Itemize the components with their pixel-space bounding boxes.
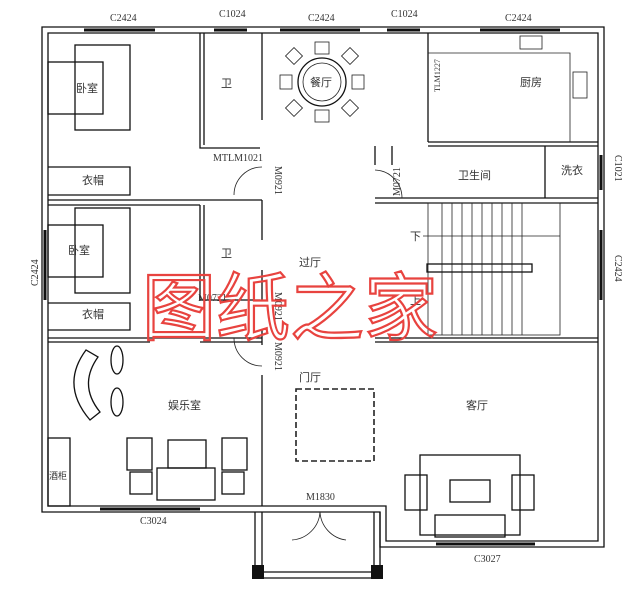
label-laundry: 洗衣 (561, 163, 583, 177)
dining-table (279, 41, 365, 123)
window-code: C2424 (612, 255, 623, 282)
label-bedroom-1: 卧室 (76, 81, 98, 95)
label-wine-cabinet: 酒柜 (49, 470, 67, 482)
window-code: C1024 (219, 9, 246, 20)
label-hall: 过厅 (299, 256, 321, 269)
label-bedroom-2: 卧室 (68, 243, 90, 257)
door-code: M0921 (272, 342, 283, 371)
door-code: TLM1227 (433, 59, 442, 92)
window-code: C2424 (308, 13, 335, 24)
door-code: M0921 (272, 292, 283, 321)
label-dining: 餐厅 (310, 75, 332, 89)
door-codes: MTLM1021 M0921 M0721 M0921 M0921 M0721 T… (198, 59, 442, 503)
window-marks (43, 28, 603, 546)
window-code: C3024 (140, 516, 167, 527)
door-code: M0921 (272, 166, 283, 195)
label-restroom: 卫生间 (458, 168, 491, 182)
label-living-room: 客厅 (466, 398, 488, 412)
window-code: C2424 (30, 259, 41, 286)
window-code: C1024 (391, 9, 418, 20)
window-code: C3027 (474, 554, 501, 565)
door-code: MTLM1021 (213, 153, 263, 164)
door-code: M0721 (392, 167, 403, 196)
door-swings[interactable] (233, 166, 403, 541)
door-code: M0721 (198, 293, 227, 304)
label-foyer: 门厅 (299, 370, 321, 384)
label-bath-1: 卫 (221, 77, 232, 90)
staircase[interactable] (423, 202, 561, 336)
window-codes: C2424 C1024 C2424 C1024 C2424 C1021 C242… (30, 9, 623, 565)
window-code: C2424 (505, 13, 532, 24)
room-labels: 卧室 卧室 卫 卫 衣帽 衣帽 餐厅 厨房 卫生间 洗衣 过厅 门厅 娱乐室 客… (49, 75, 583, 482)
window-code: C1021 (612, 155, 623, 182)
label-kitchen: 厨房 (520, 76, 542, 89)
label-closet-2: 衣帽 (82, 307, 104, 321)
label-stair-up: 上 (410, 294, 421, 307)
beds (47, 44, 131, 294)
kitchen-counter (428, 35, 588, 142)
foyer-rug (295, 388, 375, 462)
entertainment-furniture (73, 345, 248, 501)
living-room-sofa (404, 454, 535, 538)
label-entertainment: 娱乐室 (168, 398, 201, 412)
watermark: 图纸之家 (142, 266, 438, 352)
label-closet-1: 衣帽 (82, 173, 104, 187)
label-stair-down: 下 (410, 230, 421, 243)
window-code: C2424 (110, 13, 137, 24)
door-code: M1830 (306, 492, 335, 503)
label-bath-2: 卫 (221, 247, 232, 260)
interior-walls (47, 33, 598, 507)
